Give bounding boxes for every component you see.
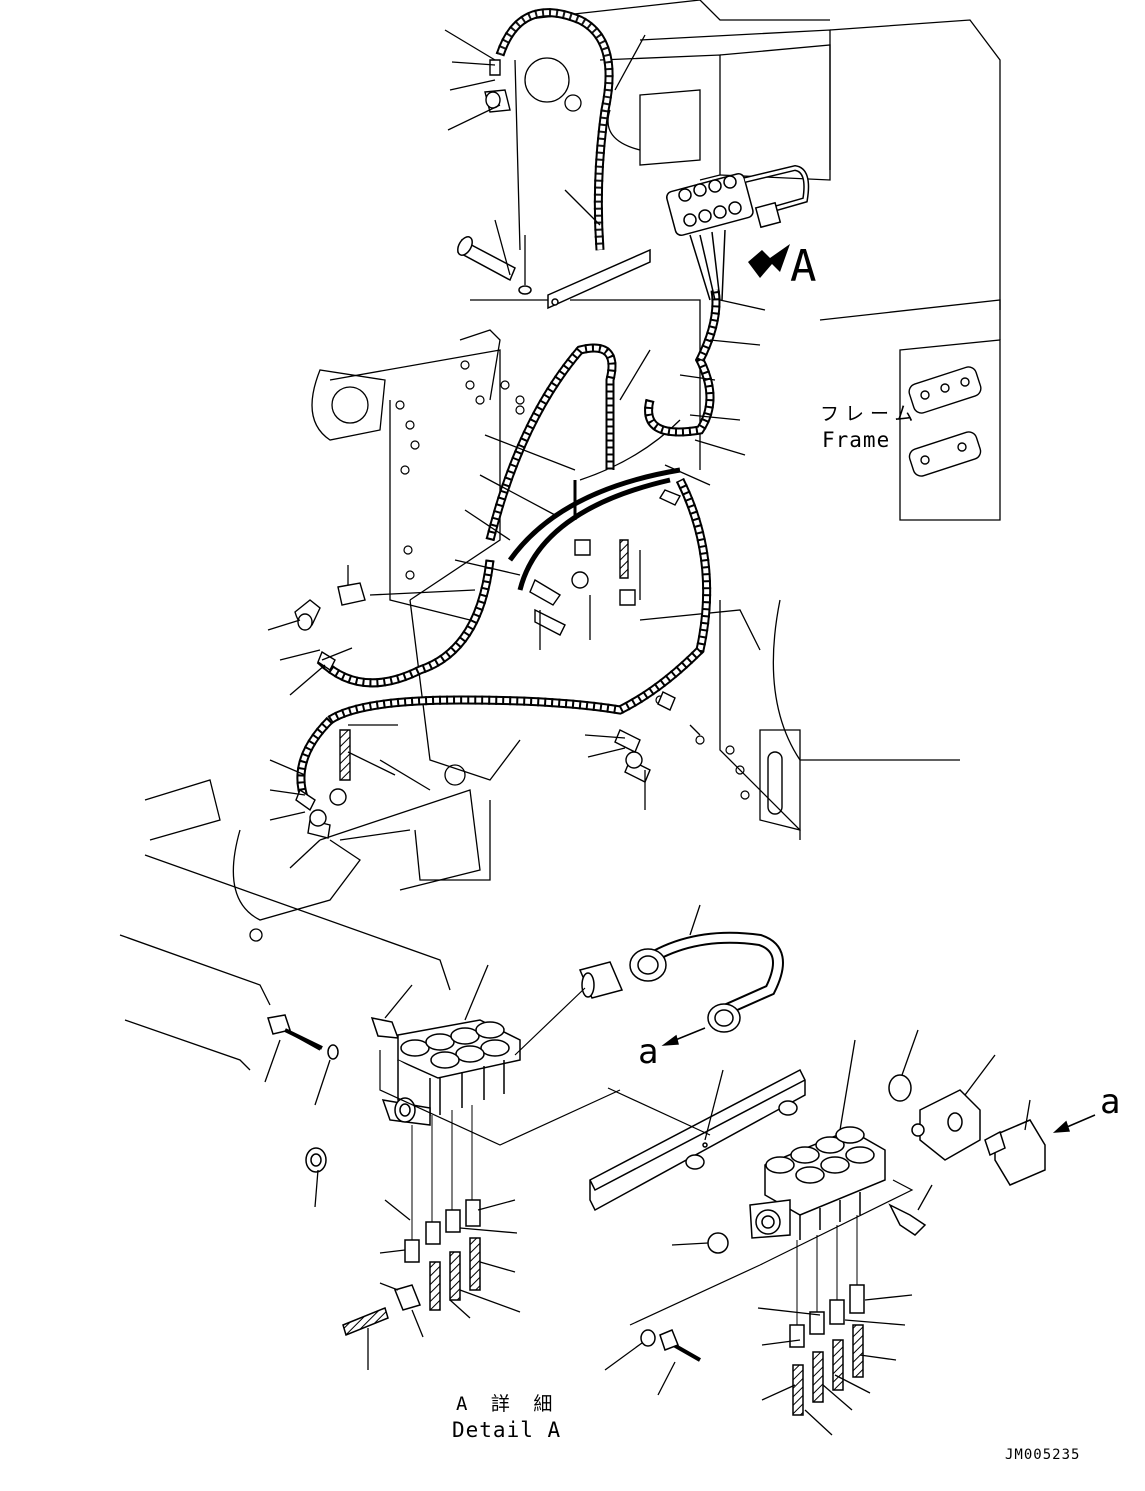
view-a-arrow: [748, 244, 790, 278]
leader-lines-lower: [265, 905, 1030, 1435]
grease-manifold-top: [665, 168, 806, 300]
frame-label-en: Frame: [822, 428, 891, 452]
drawing-code: JM005235: [1005, 1447, 1081, 1463]
detail-caption-ja: A 詳 細: [456, 1393, 559, 1415]
ref-a-left-callout: a: [638, 1032, 659, 1072]
mounting-bracket-top: [455, 234, 650, 308]
ref-a-arrows: [664, 1028, 1095, 1132]
view-a-callout: A: [790, 241, 817, 292]
frame-bolt-holes: [396, 361, 749, 799]
machine-frame-outline: [120, 0, 1000, 1070]
ref-a-right-callout: a: [1100, 1082, 1121, 1122]
detail-caption-en: Detail A: [452, 1418, 562, 1442]
detail-a-exploded-view: [268, 938, 1045, 1415]
hose-fittings: [295, 60, 680, 838]
frame-side-plates: [768, 365, 983, 814]
grease-hoses: [301, 13, 716, 800]
leader-lines-upper: [268, 30, 765, 868]
frame-label-ja: フレーム: [820, 403, 920, 425]
